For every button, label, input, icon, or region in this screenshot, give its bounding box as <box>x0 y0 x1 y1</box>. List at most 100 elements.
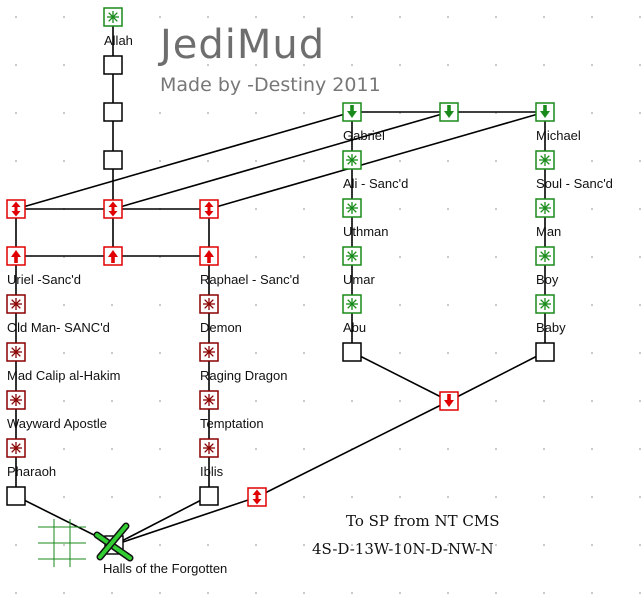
grid-dot-117 <box>447 16 449 18</box>
room-iblis[interactable] <box>199 438 219 458</box>
map-title: JediMud <box>157 22 325 68</box>
grid-dot-49 <box>159 496 161 498</box>
grid-dot-22 <box>63 448 65 450</box>
grid-dot-104 <box>399 16 401 18</box>
room-oldman[interactable] <box>6 294 26 314</box>
grid-dot-16 <box>63 160 65 162</box>
grid-dot-181 <box>639 592 641 594</box>
grid-dot-158 <box>591 112 593 114</box>
room-join[interactable] <box>439 391 459 411</box>
room-gmid[interactable] <box>439 102 459 122</box>
room-demon[interactable] <box>199 294 219 314</box>
room-l1[interactable] <box>6 199 26 219</box>
room-label-gabriel: Gabriel <box>343 128 385 143</box>
room-m1[interactable] <box>103 199 123 219</box>
grid-dot-64 <box>207 592 209 594</box>
star-icon <box>539 202 551 214</box>
room-umar[interactable] <box>342 246 362 266</box>
room-abu[interactable] <box>342 294 362 314</box>
room-label-soul: Soul - Sanc'd <box>536 176 613 191</box>
crossed-marker-icon <box>93 522 134 562</box>
room-abubottom[interactable] <box>342 342 362 362</box>
grid-dot-99 <box>351 400 353 402</box>
grid-dot-170 <box>639 64 641 66</box>
grid-dot-144 <box>543 64 545 66</box>
room-ragingdragon[interactable] <box>199 342 219 362</box>
room-label-raphael: Raphael - Sanc'd <box>200 272 299 287</box>
room-a2[interactable] <box>103 102 123 122</box>
grid-dot-85 <box>303 352 305 354</box>
room-label-uriel: Uriel -Sanc'd <box>7 272 81 287</box>
room-madcalip[interactable] <box>6 342 26 362</box>
room-halls[interactable] <box>38 519 134 567</box>
connection-michael-r1 <box>208 111 546 210</box>
room-r1[interactable] <box>199 199 219 219</box>
grid-dot-68 <box>255 160 257 162</box>
room-raphael[interactable] <box>199 246 219 266</box>
grid-dot-162 <box>591 304 593 306</box>
grid-dot-110 <box>399 304 401 306</box>
room-lbottom[interactable] <box>6 486 26 506</box>
room-wayward[interactable] <box>6 390 26 410</box>
room-rbottom[interactable] <box>199 486 219 506</box>
star-icon <box>203 298 215 310</box>
grid-dot-107 <box>399 160 401 162</box>
room-soul[interactable] <box>535 150 555 170</box>
grid-dot-13 <box>63 16 65 18</box>
grid-dot-51 <box>159 592 161 594</box>
room-label-ali: Ali - Sanc'd <box>343 176 408 191</box>
room-m2[interactable] <box>103 246 123 266</box>
room-temptation[interactable] <box>199 390 219 410</box>
grid-dot-84 <box>303 304 305 306</box>
grid-dot-2 <box>15 112 17 114</box>
room-man[interactable] <box>535 198 555 218</box>
star-icon <box>203 394 215 406</box>
grid-dot-69 <box>255 208 257 210</box>
room-bottomud[interactable] <box>247 487 267 507</box>
grid-dot-141 <box>495 544 497 546</box>
star-icon <box>346 298 358 310</box>
room-uthman[interactable] <box>342 198 362 218</box>
room-label-ragingdragon: Raging Dragon <box>200 368 287 383</box>
grid-dot-179 <box>639 496 641 498</box>
star-icon <box>10 346 22 358</box>
grid-dot-81 <box>303 160 305 162</box>
grid-dot-161 <box>591 256 593 258</box>
grid-dot-42 <box>159 160 161 162</box>
star-icon <box>346 154 358 166</box>
room-allah[interactable] <box>103 7 123 27</box>
room-label-temptation: Temptation <box>200 416 264 431</box>
grid-dot-86 <box>303 400 305 402</box>
room-pharaoh[interactable] <box>6 438 26 458</box>
grid-dot-121 <box>447 208 449 210</box>
grid-dot-34 <box>111 400 113 402</box>
grid-dot-38 <box>111 592 113 594</box>
up-down-arrow-icon <box>252 489 262 505</box>
grid-dot-111 <box>399 352 401 354</box>
room-gabriel[interactable] <box>342 102 362 122</box>
room-a1[interactable] <box>103 55 123 75</box>
grid-dot-35 <box>111 448 113 450</box>
grid-dot-164 <box>591 400 593 402</box>
grid-dot-53 <box>207 64 209 66</box>
grid-dot-109 <box>399 256 401 258</box>
room-boy[interactable] <box>535 246 555 266</box>
room-label-allah: Allah <box>104 33 133 48</box>
room-label-pharaoh: Pharaoh <box>7 464 56 479</box>
grid-dot-106 <box>399 112 401 114</box>
grid-dot-137 <box>495 352 497 354</box>
connection-gabriel-l1 <box>15 111 353 210</box>
room-baby[interactable] <box>535 294 555 314</box>
room-babybottom[interactable] <box>535 342 555 362</box>
grid-dot-140 <box>495 496 497 498</box>
room-michael[interactable] <box>535 102 555 122</box>
room-ali[interactable] <box>342 150 362 170</box>
room-label-oldman: Old Man- SANC'd <box>7 320 110 335</box>
grid-dot-180 <box>639 544 641 546</box>
room-label-umar: Umar <box>343 272 375 287</box>
room-uriel[interactable] <box>6 246 26 266</box>
halls-grid-marker <box>38 519 86 567</box>
grid-dot-73 <box>255 400 257 402</box>
room-a3[interactable] <box>103 150 123 170</box>
